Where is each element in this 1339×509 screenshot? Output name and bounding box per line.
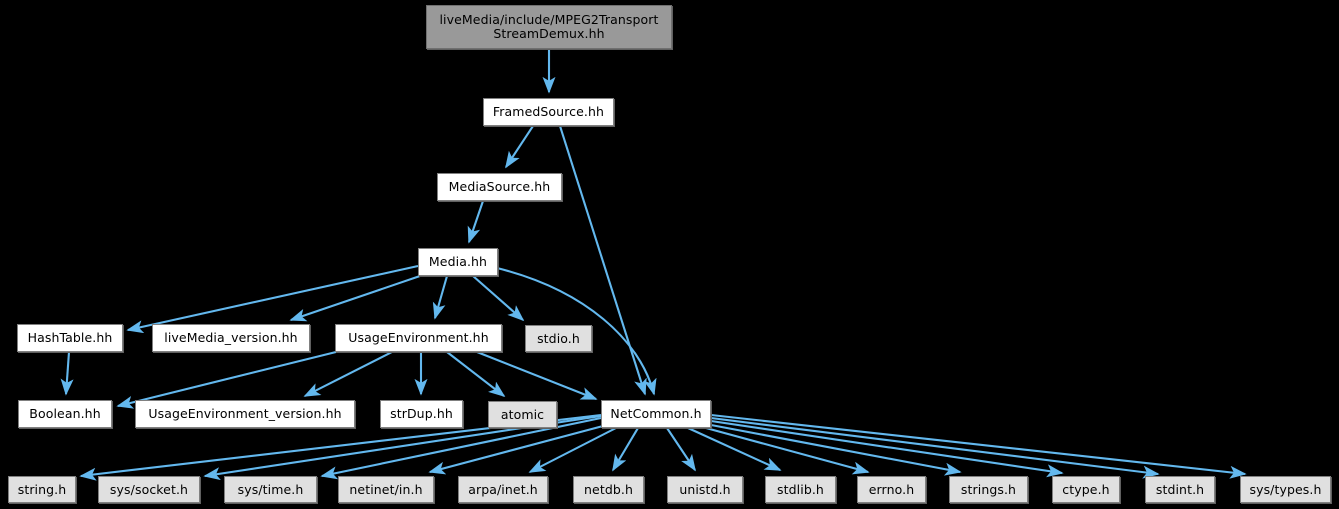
graph-node-strdup[interactable]: strDup.hh (380, 400, 463, 428)
graph-edge-netcommon-to-arpainet (528, 427, 617, 473)
graph-node-systime[interactable]: sys/time.h (224, 476, 317, 503)
graph-edge-framed-to-netcommon (558, 125, 647, 396)
graph-edge-netcommon-to-ctype (710, 419, 1064, 478)
graph-node-netdb[interactable]: netdb.h (573, 476, 644, 503)
graph-node-strings[interactable]: strings.h (949, 476, 1028, 503)
graph-edge-usageenv-to-netcommon (476, 351, 598, 400)
graph-edge-netcommon-to-netdb (612, 427, 639, 472)
graph-edge-media-to-hashtable (126, 264, 419, 334)
graph-edge-netcommon-to-stdint (710, 416, 1160, 479)
graph-edge-usageenv-to-atomic (446, 351, 506, 398)
graph-node-hashtable[interactable]: HashTable.hh (17, 324, 123, 352)
graph-edge-netcommon-to-systypes (710, 413, 1247, 479)
graph-node-netinetin[interactable]: netinet/in.h (338, 476, 434, 503)
graph-node-mediasrc[interactable]: MediaSource.hh (437, 173, 562, 201)
graph-node-netcommon[interactable]: NetCommon.h (601, 400, 711, 428)
graph-node-arpainet[interactable]: arpa/inet.h (458, 476, 548, 503)
graph-edge-media-to-netcommon (496, 266, 657, 396)
graph-node-errno_h[interactable]: errno.h (857, 476, 926, 503)
graph-edge-netcommon-to-strings (710, 423, 962, 476)
graph-node-ctype[interactable]: ctype.h (1052, 476, 1120, 503)
graph-node-uever[interactable]: UsageEnvironment_version.hh (135, 400, 355, 428)
graph-node-boolean[interactable]: Boolean.hh (18, 400, 112, 428)
graph-node-systypes[interactable]: sys/types.h (1240, 476, 1331, 503)
graph-edge-netcommon-to-netinetin (428, 424, 604, 475)
graph-node-lmver[interactable]: liveMedia_version.hh (152, 324, 310, 352)
graph-edge-usageenv-to-uever (303, 351, 393, 397)
graph-node-string_h[interactable]: string.h (8, 476, 76, 503)
graph-edge-usageenv-to-boolean (116, 350, 337, 409)
graph-node-unistd[interactable]: unistd.h (667, 476, 743, 503)
graph-edge-framed-to-mediasrc (505, 125, 534, 169)
graph-node-media[interactable]: Media.hh (418, 248, 498, 276)
graph-edge-media-to-lmver (289, 275, 421, 322)
graph-edge-mediasrc-to-media (467, 200, 484, 244)
graph-node-usageenv[interactable]: UsageEnvironment.hh (335, 324, 502, 352)
graph-edge-hashtable-to-boolean (60, 351, 74, 396)
graph-edge-netcommon-to-stdlib (687, 427, 782, 471)
graph-node-syssocket[interactable]: sys/socket.h (98, 476, 200, 503)
graph-edge-media-to-usageenv (432, 275, 449, 320)
graph-node-framed[interactable]: FramedSource.hh (483, 98, 614, 126)
graph-edge-netcommon-to-errno_h (705, 426, 870, 475)
graph-edge-media-to-stdio (472, 275, 525, 322)
graph-node-atomic[interactable]: atomic (488, 401, 557, 428)
graph-node-root[interactable]: liveMedia/include/MPEG2Transport StreamD… (426, 5, 672, 49)
graph-node-stdio[interactable]: stdio.h (525, 325, 592, 352)
graph-edge-netcommon-to-unistd (666, 427, 696, 472)
graph-node-stdlib[interactable]: stdlib.h (765, 476, 836, 503)
graph-node-stdint[interactable]: stdint.h (1145, 476, 1215, 503)
